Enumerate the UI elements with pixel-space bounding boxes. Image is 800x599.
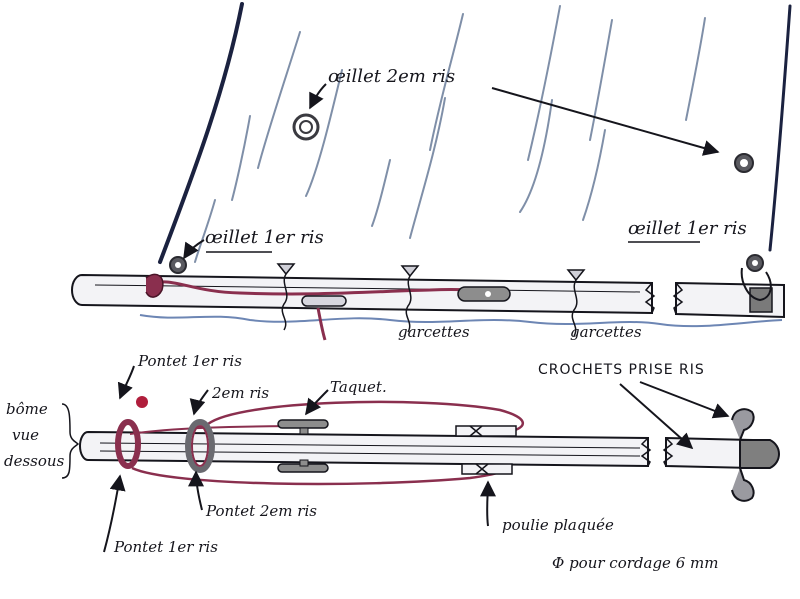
taquet-top	[277, 419, 329, 435]
arrow-pontet-2nd-bottom	[188, 470, 205, 511]
arrow-hooks-top	[639, 381, 730, 419]
sail	[158, 2, 792, 264]
label-boom-line2: vue	[12, 426, 39, 444]
label-eyelet-2nd-reef: œillet 2em ris	[328, 66, 455, 87]
sail-luff-edge	[158, 2, 244, 264]
garcette-lines	[276, 263, 586, 337]
reef-line-knot	[136, 396, 148, 408]
pulley-bottom	[461, 463, 513, 475]
sail-shading	[194, 5, 706, 263]
label-boom-line3: dessous	[4, 452, 65, 470]
cleat-side-right	[457, 286, 511, 302]
arrow-pontet-1st-top	[117, 365, 135, 400]
brace	[61, 403, 80, 479]
label-pulley-line1: poulie plaquée	[502, 516, 614, 534]
cleat-side-left	[301, 295, 347, 307]
arrow-eyelet-2nd-reef-right	[491, 87, 720, 156]
reef-line-tail	[316, 307, 327, 341]
eyelet-1st-reef-left	[169, 256, 187, 274]
boom-bottom-break-right	[662, 437, 674, 467]
boom-break-left	[644, 282, 656, 314]
label-eyelet-1st-reef-left: œillet 1er ris	[205, 227, 324, 248]
arrow-taquet	[305, 389, 329, 416]
arrow-eyelet-1st-reef-left	[183, 239, 205, 260]
label-boom-line1: bôme	[6, 400, 48, 418]
label-boom-from-below: bôme vue dessous	[4, 400, 80, 479]
sail-leech-edge	[768, 4, 792, 252]
eyelet-1st-reef-right	[746, 254, 764, 272]
label-eyelet-1st-reef-right: œillet 1er ris	[628, 218, 747, 239]
pontet-2nd-reef-top	[185, 419, 215, 473]
label-pontet-1st-top: Pontet 1er ris	[137, 352, 242, 370]
eyelet-2nd-reef-left	[292, 113, 320, 141]
arrow-pontet-2nd-top	[189, 389, 209, 416]
hook-top	[731, 408, 755, 441]
boom-end-cap	[739, 439, 780, 469]
eyelet-2nd-reef-right	[734, 153, 754, 173]
reef-line-loop-2nd	[207, 400, 524, 434]
boom-body-left	[71, 273, 653, 315]
hook-bottom	[731, 467, 755, 502]
reef-hooks	[731, 408, 755, 502]
reef-line-side	[149, 280, 491, 296]
label-pontet-1st-bottom: Pontet 1er ris	[113, 538, 218, 556]
pontet-1st-reef-top	[115, 419, 141, 469]
boom-end-hook	[740, 267, 772, 302]
taquet-bottom	[277, 459, 329, 473]
arrow-pontet-1st-bottom	[103, 474, 126, 553]
label-pulley-line2: Φ pour cordage 6 mm	[552, 554, 718, 572]
arrow-pulley	[479, 480, 496, 527]
label-reef-hooks: CROCHETS PRISE RIS	[538, 362, 705, 378]
boom-bottom-body-left	[79, 430, 649, 468]
label-garcettes-left: garcettes	[398, 323, 470, 341]
arrow-hooks-bottom	[619, 383, 694, 450]
label-pontet-2nd-bottom: Pontet 2em ris	[205, 502, 317, 520]
boom-side-view	[71, 267, 785, 328]
pulley-top	[455, 425, 517, 437]
label-pontet-2nd-top: 2em ris	[211, 384, 269, 402]
label-taquet: Taquet.	[330, 378, 387, 396]
boom-bottom-break-left	[640, 437, 652, 467]
boom-break-right	[672, 282, 684, 315]
label-garcettes-right: garcettes	[570, 323, 642, 341]
arrow-eyelet-2nd-reef-left	[309, 83, 327, 110]
clew-fitting	[145, 273, 164, 298]
boom-bottom-view	[79, 430, 780, 470]
boom-shadow	[139, 314, 783, 328]
